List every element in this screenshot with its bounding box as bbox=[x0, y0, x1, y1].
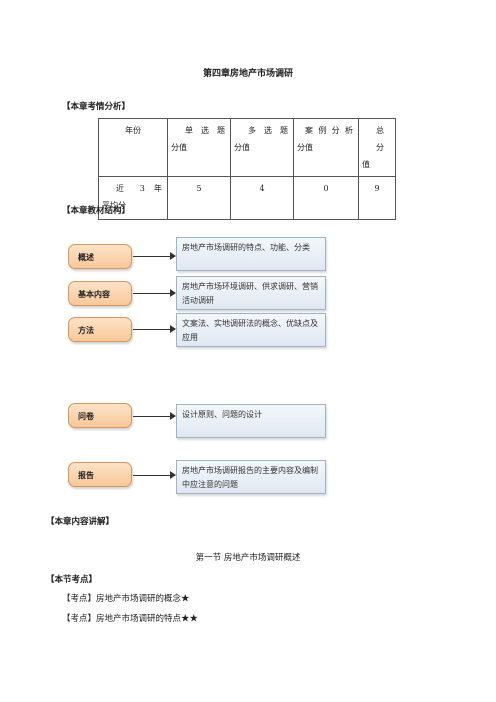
basic-content-box: 房地产市场环境调研、供求调研、营销活动调研 bbox=[176, 276, 326, 310]
node-report: 报告 bbox=[68, 462, 132, 487]
table-cell: 9 bbox=[358, 176, 396, 220]
arrow-icon bbox=[133, 471, 176, 479]
table-cell: 0 bbox=[293, 176, 359, 220]
table-row: 近 3 年平均分 5 4 0 9 bbox=[98, 176, 396, 220]
arrow-icon bbox=[133, 325, 176, 333]
analysis-heading: 【本章考情分析】 bbox=[62, 102, 131, 112]
arrow-icon bbox=[133, 252, 176, 260]
node-questionnaire: 问卷 bbox=[68, 403, 132, 428]
exam-analysis-table: 年份 单选题分值 多选题分值 案例分析分值 总分值 近 3 年平均分 5 4 0… bbox=[98, 118, 396, 220]
table-row-label: 近 3 年平均分 bbox=[98, 176, 168, 220]
overview-box: 房地产市场调研的特点、功能、分类 bbox=[176, 237, 326, 271]
list-item: 【考点】房地产市场调研的概念★ bbox=[62, 594, 190, 604]
list-item: 【考点】房地产市场调研的特点★★ bbox=[62, 614, 199, 624]
table-header-cell: 单选题分值 bbox=[167, 118, 231, 177]
report-box: 房地产市场调研报告的主要内容及编制中应注意的问题 bbox=[176, 460, 326, 494]
table-header-cell: 案例分析分值 bbox=[293, 118, 359, 177]
node-overview: 概述 bbox=[68, 244, 132, 269]
table-cell: 4 bbox=[230, 176, 294, 220]
table-header-cell: 年份 bbox=[98, 118, 168, 177]
table-cell: 5 bbox=[167, 176, 231, 220]
arrow-icon bbox=[133, 412, 176, 420]
structure-heading: 【本章教材结构】 bbox=[62, 206, 131, 216]
table-header-cell: 多选题分值 bbox=[230, 118, 294, 177]
questionnaire-box: 设计原则、问题的设计 bbox=[176, 404, 326, 438]
section-title: 第一节 房地产市场调研概述 bbox=[195, 553, 301, 563]
arrow-icon bbox=[133, 289, 176, 297]
node-method: 方法 bbox=[68, 317, 132, 342]
method-box: 文案法、实地调研法的概念、优缺点及应用 bbox=[176, 313, 326, 347]
points-heading: 【本节考点】 bbox=[46, 575, 98, 585]
table-header-cell: 总分值 bbox=[358, 118, 396, 177]
table-header-row: 年份 单选题分值 多选题分值 案例分析分值 总分值 bbox=[98, 118, 396, 177]
page-title: 第四章房地产市场调研 bbox=[202, 69, 293, 79]
content-heading: 【本章内容讲解】 bbox=[46, 517, 115, 527]
node-basic-content: 基本内容 bbox=[68, 281, 132, 306]
